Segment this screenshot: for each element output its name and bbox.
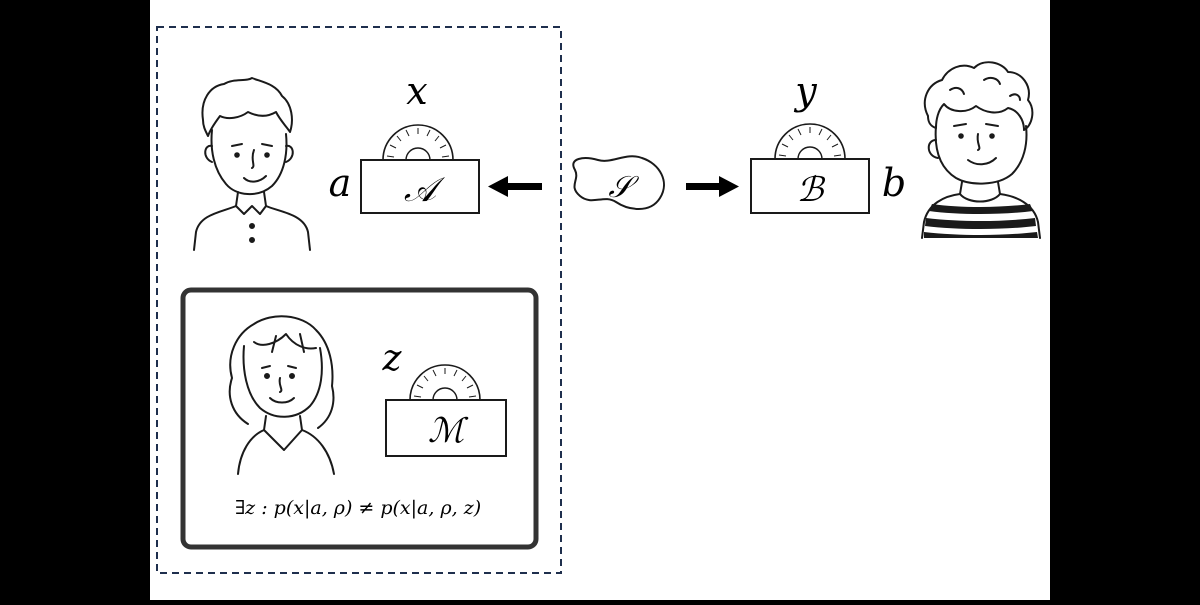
setting-b-label: b [882, 161, 906, 205]
device-b-label: ℬ [797, 170, 826, 210]
setting-a-label: a [329, 161, 352, 205]
source-blob [572, 155, 665, 210]
condition-formula: ∃z : p(x|a, ρ) ≠ p(x|a, ρ, z) [235, 497, 481, 519]
bob-person-icon [921, 61, 1041, 239]
alice-person-icon [193, 77, 311, 251]
bob-striped-shirt [924, 204, 1038, 238]
left-black-bar [0, 0, 150, 600]
device-a-box [360, 159, 480, 214]
eve-person-icon [228, 315, 335, 475]
arrow-left-icon [488, 176, 542, 197]
arrow-right-icon [686, 176, 739, 197]
outcome-y-label: y [793, 69, 817, 113]
device-m-box [385, 399, 507, 457]
right-black-bar [1050, 0, 1200, 600]
device-b-box [750, 158, 870, 214]
dashed-boundary [156, 26, 562, 574]
outcome-x-label: x [406, 69, 427, 113]
eve-panel [180, 287, 539, 550]
outcome-z-label: z [382, 338, 403, 379]
device-m-label: ℳ [428, 411, 469, 451]
